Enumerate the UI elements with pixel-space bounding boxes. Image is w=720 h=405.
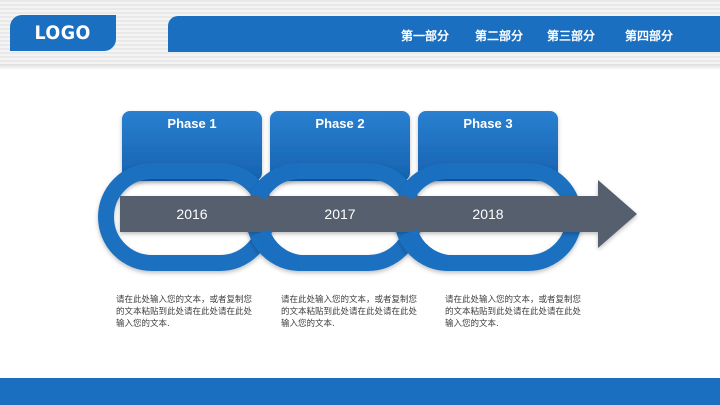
chain-overlap-2 bbox=[254, 229, 302, 271]
nav-item-part-4[interactable]: 第四部分 bbox=[625, 29, 674, 43]
phase-3-label: Phase 3 bbox=[463, 116, 512, 131]
header-shadow bbox=[0, 64, 720, 70]
nav-item-part-2[interactable]: 第二部分 bbox=[475, 29, 524, 43]
footer-bar bbox=[0, 378, 720, 405]
chain-overlap-4 bbox=[402, 229, 450, 271]
logo[interactable]: LOGO bbox=[10, 15, 116, 51]
phase-2-description: 请在此处输入您的文本，或者复制您的文本粘贴到此处请在此处请在此处输入您的文本. bbox=[281, 295, 418, 329]
chain-overlap-1 bbox=[250, 163, 301, 201]
chain-overlap-3 bbox=[398, 163, 449, 201]
nav-bar: 第一部分 第二部分 第三部分 第四部分 bbox=[168, 16, 720, 52]
phase-3-description: 请在此处输入您的文本，或者复制您的文本粘贴到此处请在此处请在此处输入您的文本. bbox=[445, 295, 582, 329]
phase-2-label: Phase 2 bbox=[315, 116, 364, 131]
nav-item-part-1[interactable]: 第一部分 bbox=[401, 29, 450, 43]
timeline-arrow bbox=[120, 180, 637, 248]
year-2018: 2018 bbox=[472, 206, 503, 222]
year-2017: 2017 bbox=[324, 206, 355, 222]
phase-1-description: 请在此处输入您的文本，或者复制您的文本粘贴到此处请在此处请在此处输入您的文本. bbox=[116, 295, 253, 329]
year-2016: 2016 bbox=[176, 206, 207, 222]
nav-item-part-3[interactable]: 第三部分 bbox=[547, 29, 596, 43]
phase-1-label: Phase 1 bbox=[167, 116, 216, 131]
logo-text: LOGO bbox=[34, 22, 92, 44]
